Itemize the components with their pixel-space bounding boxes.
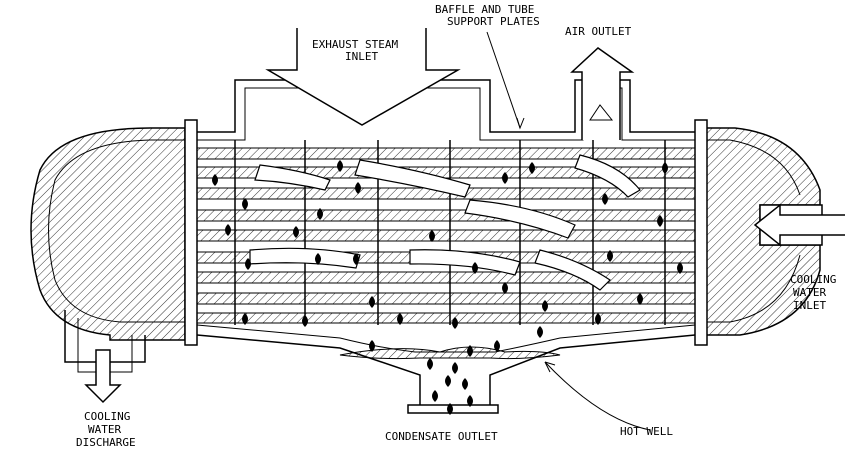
- air-outlet-label: AIR OUTLET: [565, 25, 632, 38]
- cooling-inlet-label-line3: INLET: [793, 299, 826, 312]
- baffle-label-line1: BAFFLE AND TUBE: [435, 3, 534, 16]
- steam-flow-arrows: [249, 154, 641, 291]
- baffle-label-line2: SUPPORT PLATES: [447, 15, 540, 28]
- discharge-label-line2: WATER: [88, 423, 121, 436]
- condensate-outlet-label: CONDENSATE OUTLET: [385, 430, 498, 443]
- cooling-inlet-label-line1: COOLING: [790, 273, 836, 286]
- discharge-label-line1: COOLING: [84, 410, 130, 423]
- cooling-inlet-label-line2: WATER: [793, 286, 826, 299]
- inlet-arrow: [753, 203, 845, 247]
- hot-well-label: HOT WELL: [620, 425, 673, 438]
- steam-inlet-label-line1: EXHAUST STEAM: [312, 38, 398, 51]
- discharge-arrow: [84, 349, 122, 404]
- steam-inlet-arrow: [265, 28, 461, 126]
- steam-inlet-label-line2: INLET: [345, 50, 378, 63]
- hot-well: [196, 334, 696, 411]
- air-outlet-arrow: [570, 47, 635, 140]
- discharge-label-line3: DISCHARGE: [76, 436, 136, 449]
- condensate-drops: [212, 160, 683, 415]
- left-water-box: [30, 127, 190, 341]
